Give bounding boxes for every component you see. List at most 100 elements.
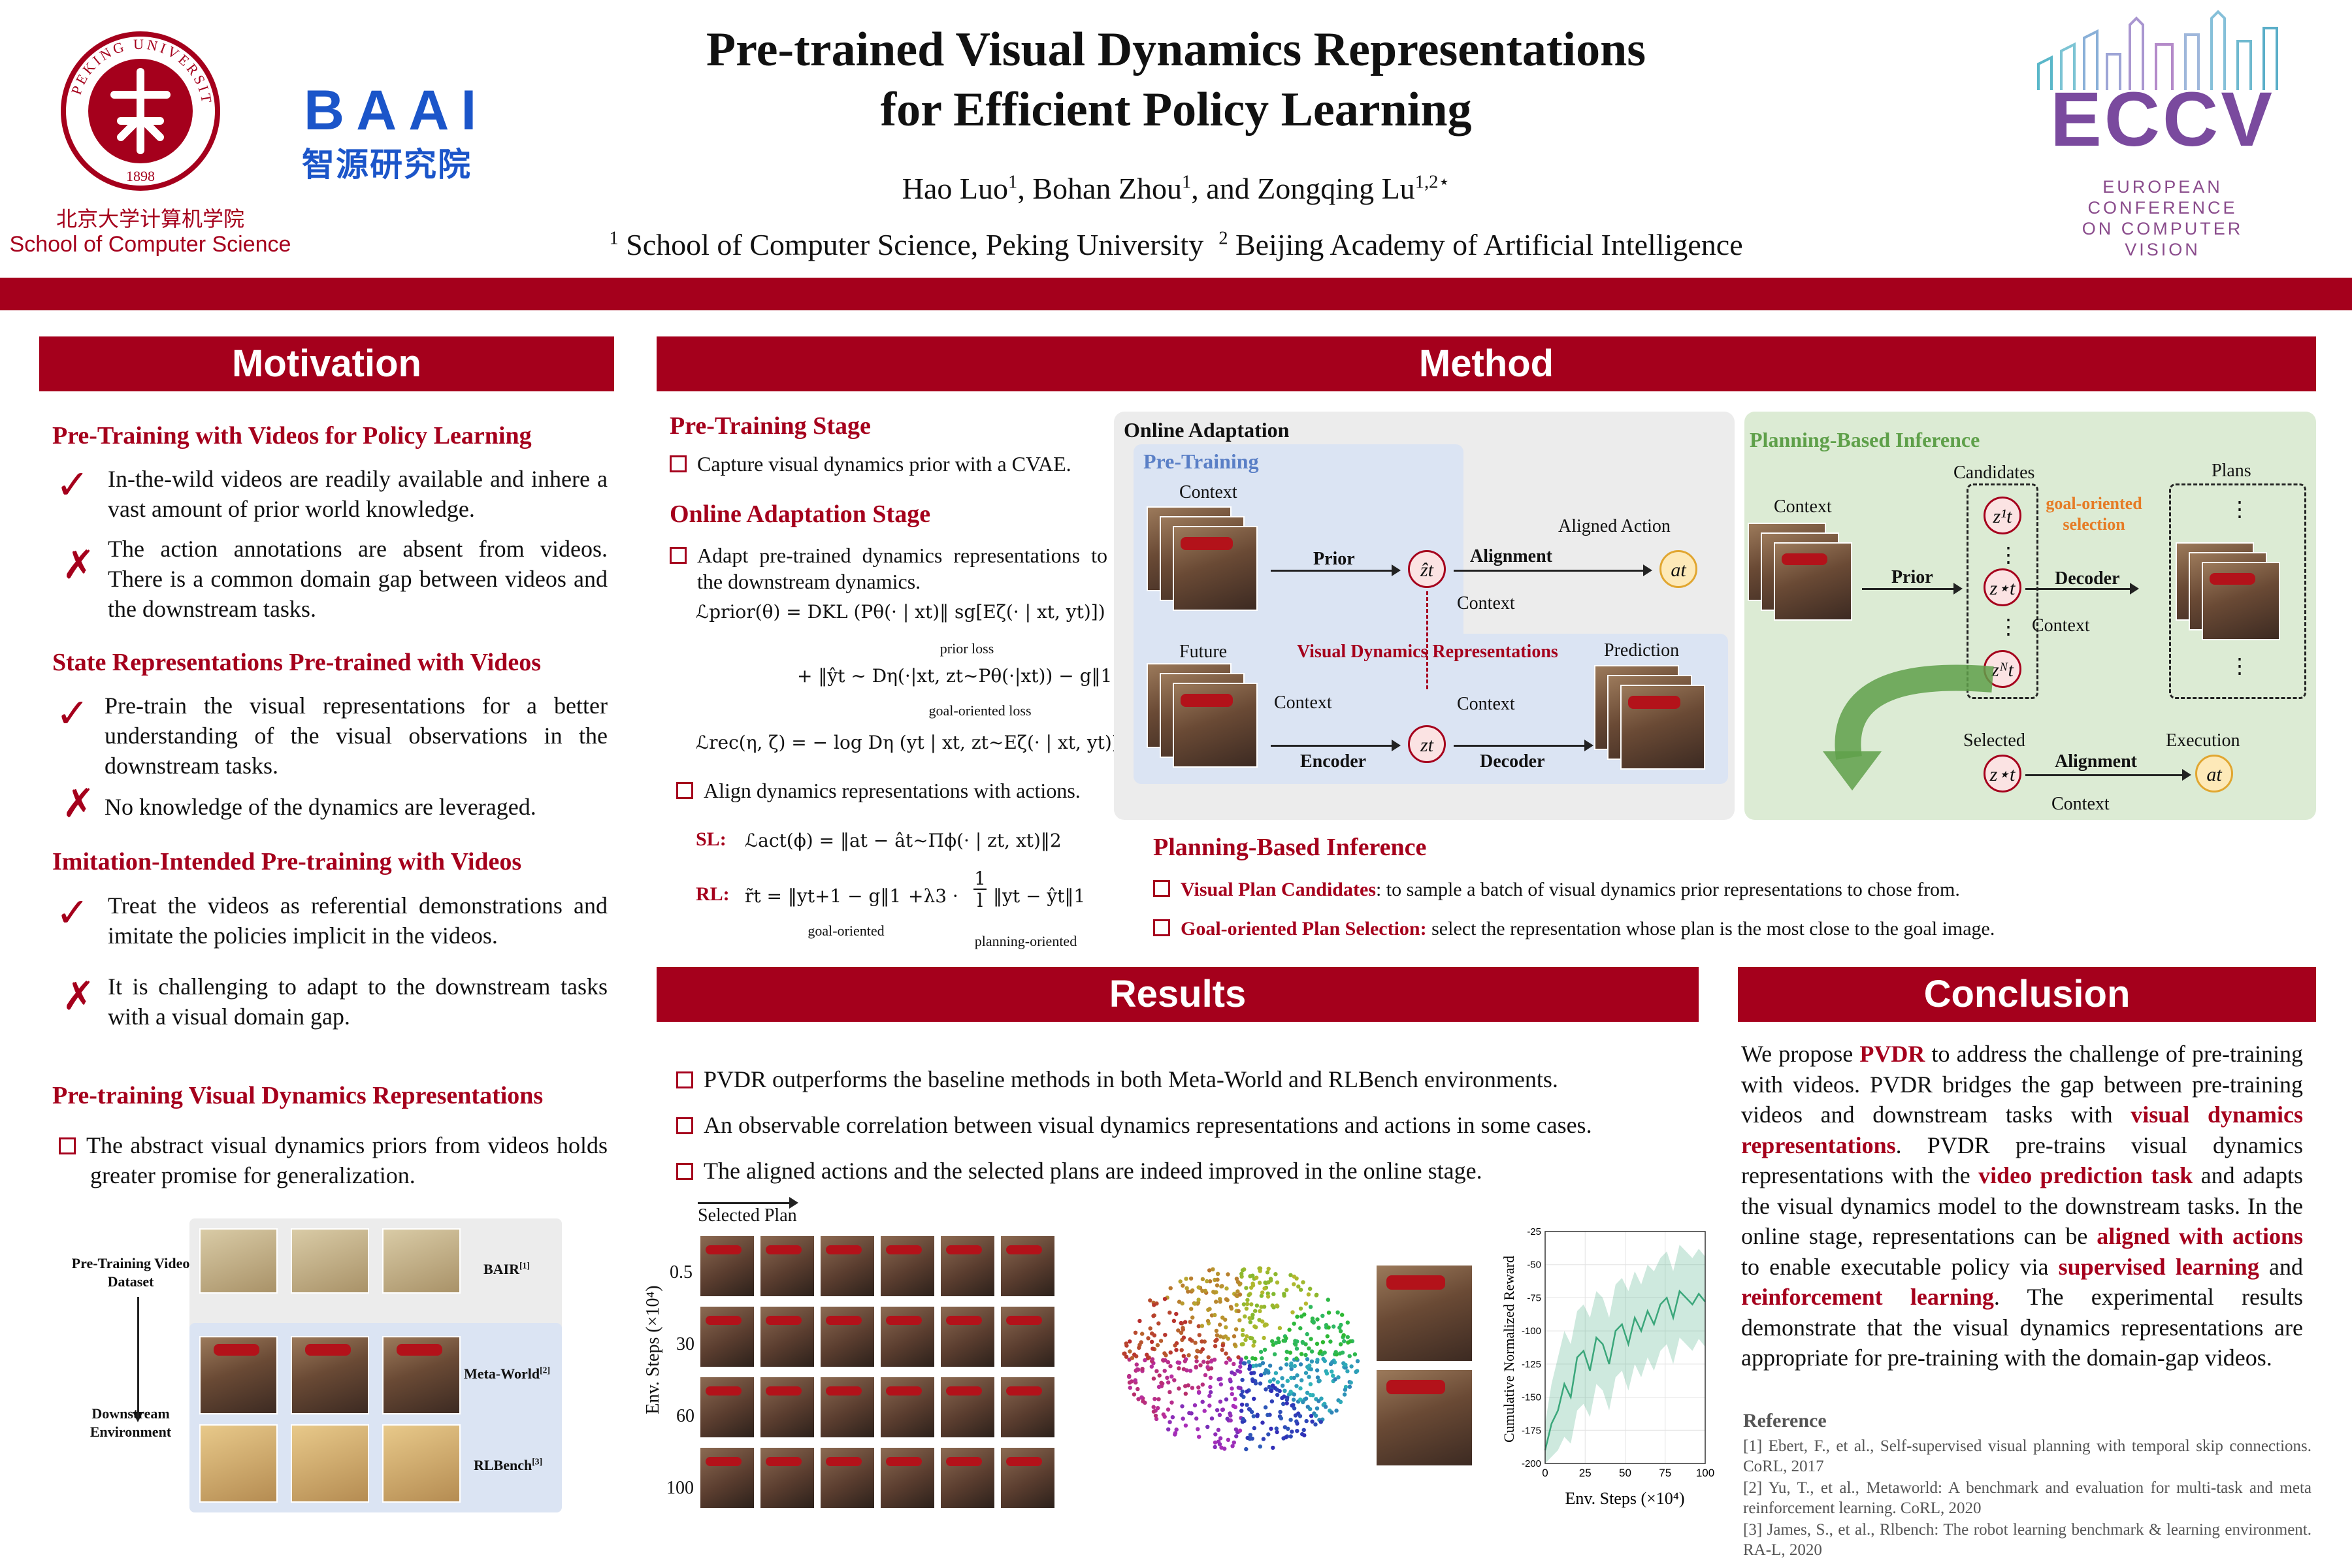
tsne-point [1222,1446,1227,1451]
vdots: ⋮ [2229,497,2250,521]
goal-selection-label: goal-oriented selection [2046,494,2142,534]
tsne-point [1266,1291,1270,1296]
tsne-point [1331,1324,1336,1329]
tsne-point [1273,1371,1279,1375]
tsne-point [1234,1277,1239,1281]
online-stage-bullet: Adapt pre-trained dynamics representatio… [670,542,1107,595]
tsne-point [1190,1315,1195,1320]
bair-name: BAIR [483,1261,520,1277]
tsne-point [1276,1336,1281,1341]
tsne-point [1154,1369,1159,1373]
tsne-point [1302,1433,1307,1438]
tsne-point [1315,1358,1320,1362]
conclusion-text: . PVDR pre-trains visual dynamics repres… [1741,1132,2303,1189]
tsne-point [1308,1286,1313,1291]
tsne-point [1214,1299,1218,1304]
selected-plan-arrow [698,1197,798,1209]
tsne-point [1235,1368,1240,1373]
tsne-point [1151,1347,1155,1351]
tsne-point [1202,1409,1207,1413]
tsne-point [1250,1356,1255,1361]
tsne-point [1338,1399,1343,1404]
tsne-point [1315,1368,1320,1373]
pbi-b1-bold: Visual Plan Candidates [1181,879,1376,900]
tsne-point [1156,1397,1161,1401]
tsne-point [1124,1354,1129,1359]
tsne-point [1265,1270,1270,1275]
tsne-point [1183,1423,1188,1428]
tsne-point [1323,1405,1328,1409]
plan-grid-frame [879,1235,936,1298]
tsne-point [1166,1407,1171,1412]
tsne-point [1180,1404,1184,1409]
tsne-point [1266,1413,1270,1417]
motivation-s3-title: Imitation-Intended Pre-training with Vid… [52,848,522,875]
alignment-label: Alignment [1470,546,1552,566]
tsne-point [1254,1364,1258,1368]
plan-grid-frame [1000,1446,1056,1509]
encoder-label: Encoder [1300,751,1367,772]
tsne-point [1258,1373,1264,1377]
tsne-point [1180,1301,1184,1306]
tsne-point [1161,1358,1166,1362]
eq-goal: + ‖ŷt ∼ Dη(·|xt, zt∼Pθ(·|xt)) − g‖1 [797,665,1113,687]
tsne-point [1315,1341,1320,1346]
pbi-bullet-1: Visual Plan Candidates: to sample a batc… [1153,877,2310,903]
tsne-point [1230,1444,1235,1448]
tsne-point [1306,1292,1311,1297]
tsne-point [1130,1356,1135,1360]
tsne-point [1155,1343,1160,1348]
tsne-point [1151,1376,1156,1381]
tsne-point [1292,1375,1296,1380]
tsne-point [1284,1288,1289,1292]
checkbox-bullet-icon [670,547,687,564]
execution-label: Execution [2166,730,2240,751]
tsne-point [1241,1342,1245,1347]
sl-label: SL: [696,828,727,850]
tsne-point [1224,1297,1229,1301]
tsne-point [1157,1373,1162,1378]
tsne-point [1347,1354,1352,1358]
tsne-point [1215,1333,1220,1337]
tsne-point [1274,1426,1279,1431]
tsne-point [1338,1342,1343,1347]
tsne-point [1183,1320,1188,1324]
tsne-point [1245,1435,1250,1441]
tsne-point [1208,1375,1213,1380]
tsne-point [1271,1292,1276,1296]
tsne-point [1207,1307,1212,1311]
align-bullet: Align dynamics representations with acti… [676,777,1107,804]
tsne-point [1215,1277,1220,1282]
tsne-point [1179,1330,1184,1335]
tsne-point [1188,1320,1192,1324]
tsne-point [1239,1392,1244,1397]
tsne-point [1258,1309,1262,1314]
decoder-arrow [1454,740,1593,751]
motivation-header: Motivation [39,336,614,391]
tsne-point [1146,1336,1151,1341]
tsne-point [1208,1390,1213,1395]
tsne-point [1258,1363,1262,1367]
tsne-point [1181,1335,1186,1340]
tsne-point [1333,1377,1337,1382]
tsne-point [1290,1310,1295,1315]
tsne-point [1275,1387,1279,1392]
tsne-point [1249,1409,1254,1414]
tsne-point [1301,1280,1305,1284]
tsne-point [1314,1413,1318,1418]
tsne-point [1200,1339,1204,1344]
pku-seal-year: 1898 [126,168,155,184]
tsne-point [1248,1433,1252,1437]
down-arrow-icon [133,1412,143,1422]
tsne-point [1128,1349,1132,1354]
tsne-point [1292,1282,1296,1286]
plan-grid-frame [819,1376,875,1439]
example-frame [1375,1264,1473,1362]
tsne-point [1188,1276,1194,1281]
tsne-point [1217,1442,1222,1446]
tsne-point [1232,1362,1236,1366]
pretrain-stage-text: Capture visual dynamics prior with a CVA… [697,452,1071,476]
motivation-s2-cross: No knowledge of the dynamics are leverag… [105,794,536,820]
metaworld-ref: [2] [540,1365,550,1375]
conclusion-highlight: visual dynamics representations [1741,1102,2303,1158]
